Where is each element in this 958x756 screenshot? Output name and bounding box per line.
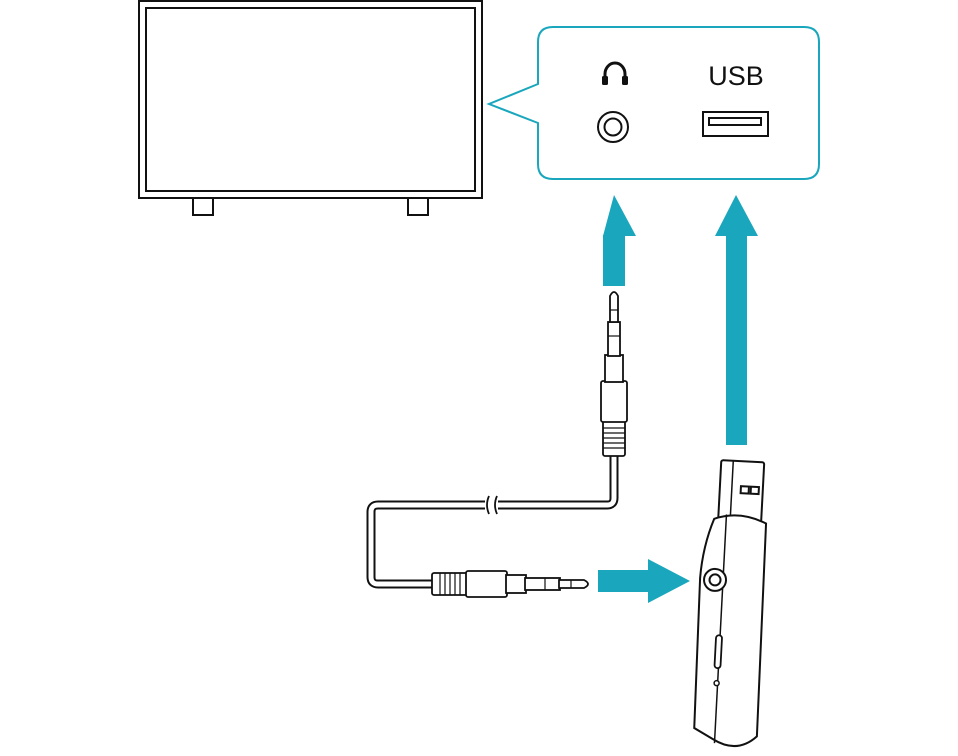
usb-label: USB [708,61,764,91]
headphone-icon [603,61,627,83]
arrow-to-usb-port [715,195,758,445]
transmitter-button-slot [713,634,723,670]
headphone-icon [602,76,608,85]
aux-cable-icon [366,291,628,598]
headphone-icon [622,76,628,85]
transmitter-led-icon [713,679,720,687]
port-panel-callout [486,26,820,180]
arrow-to-transmitter [598,559,690,603]
usb-transmitter-icon [693,459,768,747]
audio-jack-port-icon [597,111,629,143]
port-panel: USB [486,26,820,180]
television-icon [138,0,483,216]
arrow-to-headphone-jack [603,195,636,286]
usb-port-icon [702,111,769,137]
